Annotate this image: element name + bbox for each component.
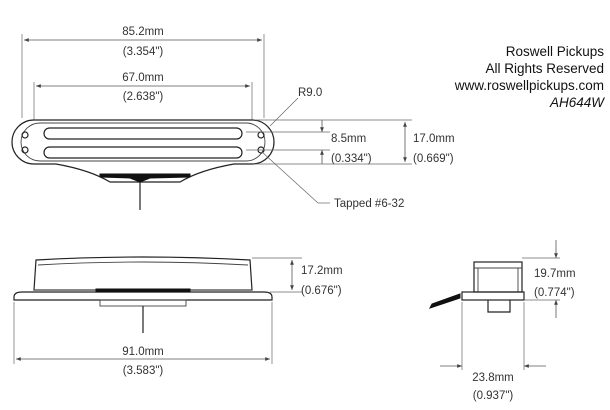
baseplate-tab-top xyxy=(99,173,191,183)
radius-label: R9.0 xyxy=(298,87,322,99)
baseplate-side xyxy=(13,291,273,301)
bobbin-end xyxy=(473,261,523,293)
baseplate-end xyxy=(461,291,525,301)
overall-length-mm: 85.2mm xyxy=(122,26,164,38)
pickup-outline-top xyxy=(11,119,275,183)
blade-gap-in: (0.334") xyxy=(331,153,372,165)
end-width-mm: 23.8mm xyxy=(472,372,514,384)
mounting-hole-left-upper xyxy=(21,131,29,139)
overall-length-in: (3.354") xyxy=(123,46,164,58)
tap-label: Tapped #6-32 xyxy=(334,198,404,210)
top-view: 85.2mm (3.354") 67.0mm (2.638") R9.0 8.5… xyxy=(11,26,455,210)
company-website: www.roswellpickups.com xyxy=(454,78,604,93)
tap-leader xyxy=(261,151,319,204)
wire-lead-end xyxy=(429,293,461,309)
side-view: 17.2mm (0.676") 91.0mm (3.583") xyxy=(13,256,343,377)
base-length-in: (3.583") xyxy=(123,365,164,377)
end-width-in: (0.937") xyxy=(473,390,514,402)
radius-leader xyxy=(269,97,299,127)
side-height-in: (0.676") xyxy=(301,285,342,297)
mounting-hole-left-lower xyxy=(21,146,29,154)
width-mm: 17.0mm xyxy=(413,133,455,145)
company-name: Roswell Pickups xyxy=(506,44,605,59)
pole-span-mm: 67.0mm xyxy=(122,72,164,84)
base-bottom-side xyxy=(99,299,187,307)
blade-lower xyxy=(43,146,243,159)
blade-upper xyxy=(43,127,243,140)
cover-edge-side xyxy=(37,261,249,266)
base-tab-side xyxy=(95,288,191,293)
blade-gap-mm: 8.5mm xyxy=(331,133,366,145)
end-view: 19.7mm (0.774") 23.8mm (0.937") xyxy=(429,240,576,402)
pole-span-in: (2.638") xyxy=(123,91,164,103)
foot-end xyxy=(487,300,511,313)
pickup-cover-side xyxy=(33,256,253,291)
end-height-in: (0.774") xyxy=(534,287,575,299)
end-height-mm: 19.7mm xyxy=(534,268,576,280)
company-rights: All Rights Reserved xyxy=(485,61,604,76)
company-info: Roswell Pickups All Rights Reserved www.… xyxy=(454,44,606,110)
base-length-mm: 91.0mm xyxy=(122,346,164,358)
pickup-cover-top xyxy=(20,122,266,162)
mounting-hole-right-upper xyxy=(257,131,265,139)
side-height-mm: 17.2mm xyxy=(301,265,343,277)
model-number: AH644W xyxy=(549,95,605,110)
width-in: (0.669") xyxy=(413,153,454,165)
